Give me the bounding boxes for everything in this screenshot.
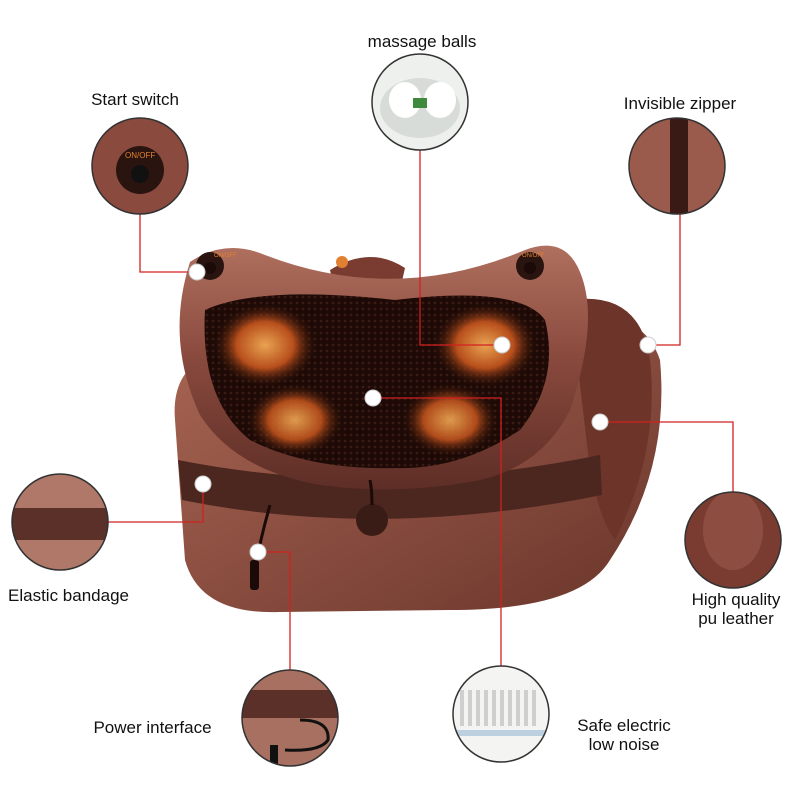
svg-text:ON/OFF: ON/OFF — [214, 253, 237, 259]
label-safe-electric-line1: Safe electric — [577, 716, 671, 735]
svg-text:ON/OFF: ON/OFF — [522, 253, 545, 259]
front-pillow — [179, 245, 589, 490]
detail-invisible-zipper — [628, 117, 726, 215]
label-high-quality: High quality pu leather — [678, 590, 794, 628]
svg-text:ON/OFF: ON/OFF — [125, 151, 155, 160]
label-high-quality-line1: High quality — [691, 590, 781, 609]
detail-elastic-bandage — [11, 473, 109, 571]
detail-massage-balls — [371, 53, 469, 151]
label-invisible-zipper: Invisible zipper — [623, 94, 737, 113]
label-high-quality-line2: pu leather — [698, 609, 774, 628]
detail-pu-leather — [684, 491, 782, 589]
callout-lines — [108, 150, 734, 670]
callout-dots — [188, 263, 657, 561]
device-switch-right: ON/OFF — [516, 252, 545, 280]
detail-power-interface — [241, 669, 339, 767]
label-power-interface: Power interface — [93, 718, 212, 737]
detail-safe-electric — [452, 665, 550, 763]
label-start-switch: Start switch — [91, 90, 179, 109]
label-elastic-bandage: Elastic bandage — [8, 586, 129, 605]
label-safe-electric: Safe electric low noise — [566, 716, 682, 754]
label-massage-balls: massage balls — [367, 32, 477, 51]
detail-start-switch: ON/OFF — [91, 117, 189, 215]
power-cord — [250, 479, 388, 590]
label-safe-electric-line2: low noise — [588, 735, 660, 754]
